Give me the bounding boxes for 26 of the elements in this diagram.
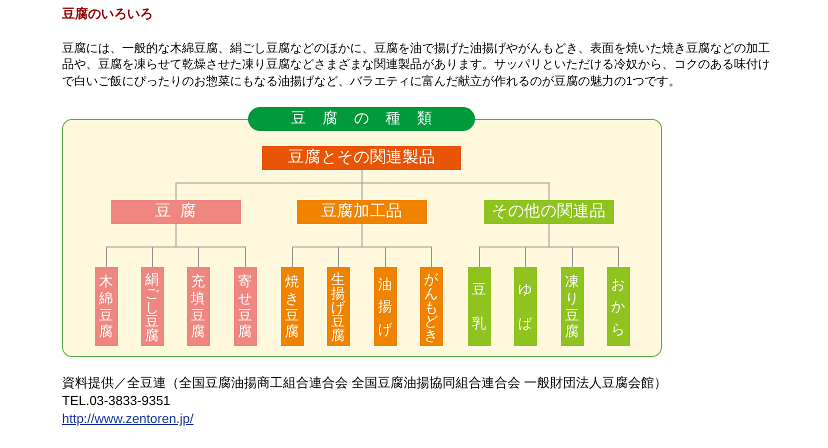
product-box: 凍り豆腐 [560, 267, 584, 346]
product-box: 豆乳 [468, 267, 490, 346]
page-title: 豆腐のいろいろ [62, 5, 153, 23]
website-link: http://www.zentoren.jp/ [62, 410, 194, 428]
connector-line [548, 224, 619, 268]
product-box: 生揚げ豆腐 [326, 267, 350, 346]
intro-paragraph: 豆腐には、一般的な木綿豆腐、絹ごし豆腐などのほかに、豆腐を油で揚げた油揚げやがんもどき、表面を焼いた焼き豆腐などの加工品や、豆腐を凍らせて乾燥させた凍り豆腐などさまざまな関連製品があります。サッパリといただける冷奴から、コクのある味付けで白いご飯にぴったりのお惣菜にもなる油揚げなど、バラエティに富んだ献立が作れるのが豆腐の魅力の1つです。 [62, 40, 771, 90]
product-box: がんもどき [420, 267, 442, 346]
category-box: 豆腐とその関連製品 [262, 146, 461, 170]
category-box: その他の関連品 [484, 200, 614, 224]
product-box: 寄せ豆腐 [234, 267, 256, 346]
product-box: 木綿豆腐 [94, 267, 118, 346]
product-box: おから [606, 267, 630, 346]
source-note: 資料提供／全豆連（全国豆腐油揚商工組合連合会 全国豆腐油揚協同組合連合会 一般財団法人豆腐会館） [62, 374, 668, 392]
phone-number: TEL.03-3833-9351 [62, 392, 170, 410]
category-box: 豆腐 [110, 200, 240, 224]
category-box: 豆腐加工品 [296, 200, 426, 224]
product-box: ゆば [514, 267, 536, 346]
panel-title: 豆腐の種類 [248, 106, 475, 130]
connector-line [362, 224, 432, 268]
product-box: 絹ごし豆腐 [140, 267, 164, 346]
product-box: 油揚げ [374, 267, 396, 346]
connector-line [176, 224, 246, 268]
product-box: 充填豆腐 [186, 267, 210, 346]
connector-line [362, 170, 550, 200]
product-box: 焼き豆腐 [280, 267, 304, 346]
